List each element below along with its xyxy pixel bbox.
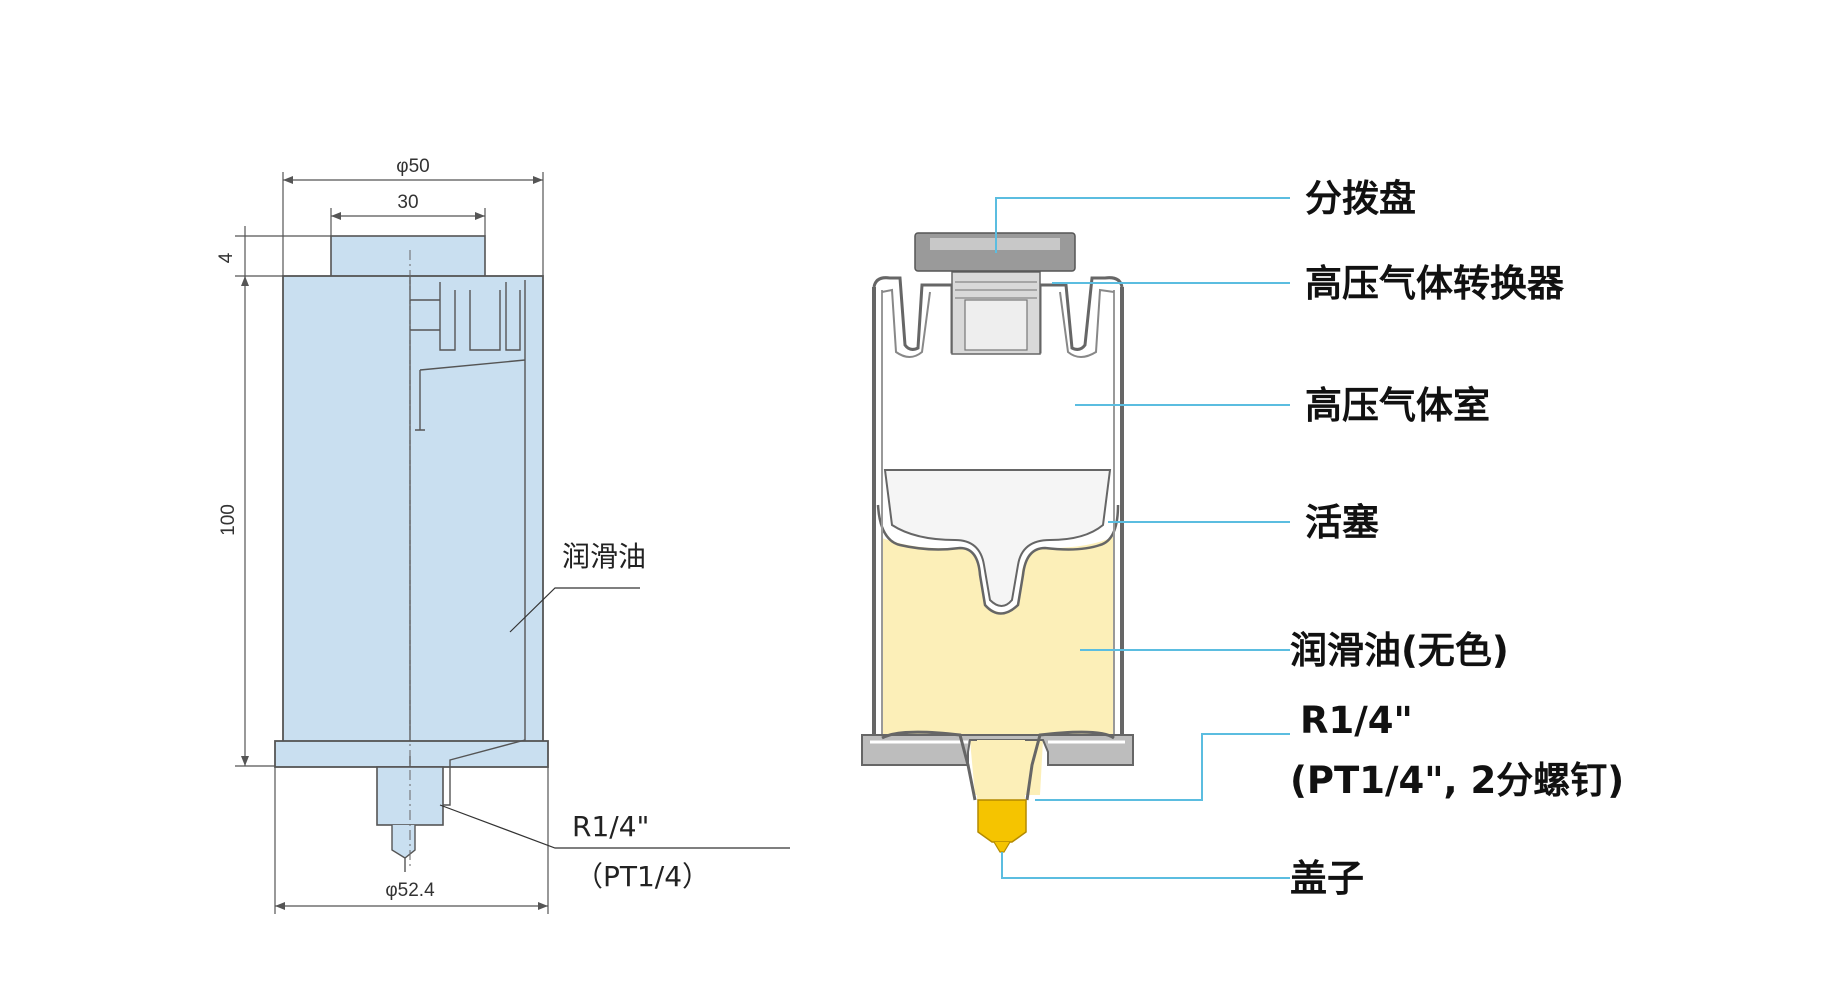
vessel-outer [872, 287, 1124, 738]
leader-cap [1001, 852, 1290, 879]
left-body [282, 275, 544, 757]
oil-region [882, 536, 1115, 795]
converter-threads [955, 281, 1037, 299]
dim-top-outer [282, 172, 544, 276]
converter-core-inner [964, 299, 1028, 351]
dim-cap-height-label: 4 [216, 252, 237, 263]
outlet-funnel [881, 730, 1115, 801]
left-nozzle-tip [391, 825, 416, 872]
label-piston: 活塞 [1305, 501, 1379, 544]
left-top-knob [330, 235, 486, 279]
left-converter [410, 282, 521, 351]
left-label-oil: 润滑油 [562, 540, 646, 573]
leader-dial [995, 197, 1290, 253]
dim-top-outer-label: φ50 [396, 156, 429, 177]
dim-top-inner-label: 30 [397, 192, 418, 213]
label-thread-2: (PT1/4", 2分螺钉) [1290, 759, 1624, 802]
leader-thread [1035, 733, 1290, 801]
piston-edge [876, 504, 1120, 615]
right-leaders [995, 197, 1290, 879]
converter-shell-inner [881, 288, 1115, 358]
cap-nozzle [977, 799, 1027, 843]
left-label-thread-1: R1/4" [572, 810, 649, 843]
label-cap: 盖子 [1290, 857, 1364, 900]
label-oil: 润滑油(无色) [1290, 629, 1509, 672]
piston [883, 469, 1112, 607]
dim-bottom [274, 767, 549, 914]
label-converter: 高压气体转换器 [1305, 262, 1565, 305]
label-thread-1: R1/4" [1300, 699, 1413, 742]
left-diagram: φ50 30 4 100 φ52.4 [216, 156, 790, 914]
vessel-inner [881, 290, 1115, 738]
cap-nozzle-tip [993, 841, 1011, 853]
dim-bottom-label: φ52.4 [385, 880, 435, 901]
label-chamber: 高压气体室 [1305, 384, 1490, 427]
right-diagram: 分拨盘 高压气体转换器 高压气体室 活塞 润滑油(无色) R1/4" (PT1/… [861, 177, 1624, 900]
dim-body-height [235, 276, 275, 767]
left-label-thread-2: （PT1/4） [575, 860, 710, 893]
dim-body-height-label: 100 [218, 504, 239, 536]
label-dial: 分拨盘 [1305, 177, 1416, 220]
left-leaders [439, 587, 790, 849]
outlet-oil [977, 740, 1025, 800]
dim-top-inner [330, 208, 486, 236]
